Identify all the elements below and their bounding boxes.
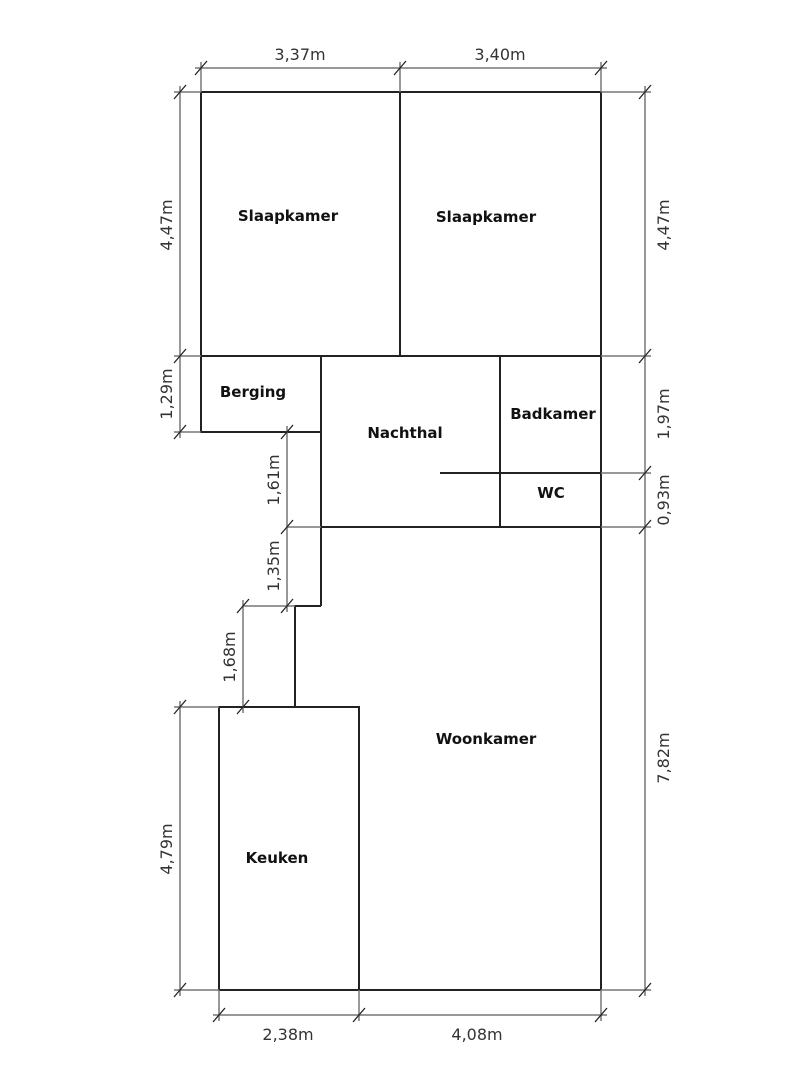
dimension-ticks	[173, 60, 652, 1023]
dimension-tick	[594, 1007, 608, 1023]
dimension-tick	[173, 348, 187, 364]
dimension-tick	[638, 84, 652, 100]
dimension-tick	[352, 1007, 366, 1023]
dim-label-right-wc: 0,93m	[654, 474, 673, 525]
dimension-tick	[173, 84, 187, 100]
dimension-tick	[638, 519, 652, 535]
dimension-tick	[194, 60, 208, 76]
room-label-wc: WC	[537, 484, 565, 502]
room-label-badkamer: Badkamer	[510, 405, 596, 423]
room-label-slaapkamer-1: Slaapkamer	[238, 207, 339, 225]
dim-label-top-right: 3,40m	[474, 45, 525, 64]
dim-label-corridor-lower: 1,35m	[264, 540, 283, 591]
room-label-nachthal: Nachthal	[367, 424, 442, 442]
keuken-outline	[218, 706, 360, 991]
dimension-tick	[393, 60, 407, 76]
dimension-tick	[173, 699, 187, 715]
corridor-step-wall	[294, 605, 321, 707]
dim-label-bottom-keuken: 2,38m	[262, 1025, 313, 1044]
dim-label-right-woonkamer: 7,82m	[654, 732, 673, 783]
dimension-tick	[280, 424, 294, 440]
room-label-slaapkamer-2: Slaapkamer	[436, 208, 537, 226]
dimension-tick	[236, 699, 250, 715]
dim-label-left-berging: 1,29m	[157, 368, 176, 419]
dimension-tick	[638, 465, 652, 481]
dim-label-corridor-upper: 1,61m	[264, 454, 283, 505]
room-label-keuken: Keuken	[246, 849, 309, 867]
dimension-tick	[280, 598, 294, 614]
dimension-tick	[638, 982, 652, 998]
dimension-tick	[594, 60, 608, 76]
dim-label-left-slaapkamer: 4,47m	[157, 199, 176, 250]
dim-label-right-slaapkamer: 4,47m	[654, 199, 673, 250]
dim-label-left-keuken: 4,79m	[157, 823, 176, 874]
dim-label-right-badkamer: 1,97m	[654, 388, 673, 439]
dimension-tick	[173, 424, 187, 440]
dimension-tick	[173, 982, 187, 998]
dimension-tick	[212, 1007, 226, 1023]
dim-label-top-left: 3,37m	[274, 45, 325, 64]
walls	[200, 91, 602, 991]
dimension-tick	[280, 519, 294, 535]
room-label-berging: Berging	[220, 383, 286, 401]
room-label-woonkamer: Woonkamer	[436, 730, 537, 748]
dimension-tick	[236, 598, 250, 614]
dimension-tick	[638, 348, 652, 364]
dim-label-corridor-step: 1,68m	[220, 631, 239, 682]
dimension-lines	[174, 62, 651, 1021]
dim-label-bottom-woonkamer: 4,08m	[451, 1025, 502, 1044]
